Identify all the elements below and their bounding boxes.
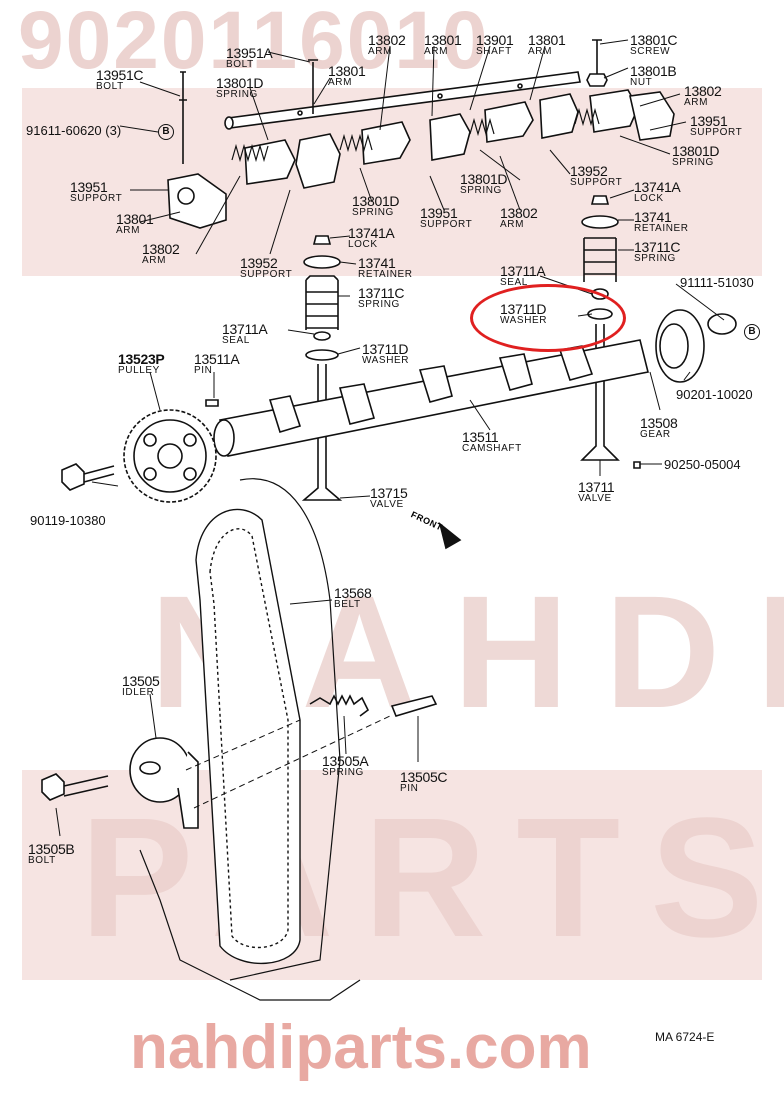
code-91111[interactable]: 91111-51030 [680, 275, 754, 290]
shaft-springs [231, 107, 600, 163]
idler-spring [309, 694, 370, 717]
front-arrow [438, 521, 462, 550]
diagram-reference: MA 6724-E [655, 1030, 715, 1044]
code-90201[interactable]: 90201-10020 [676, 387, 753, 402]
highlight-ring-13711d [470, 284, 626, 352]
camshaft [213, 339, 649, 457]
code-90119[interactable]: 90119-10380 [30, 513, 106, 528]
idler [129, 737, 199, 829]
circle-b-mark-left: B [158, 124, 174, 140]
bolt-13951a [308, 59, 318, 114]
circle-b-mark-right: B [744, 324, 760, 340]
pulley [123, 409, 217, 503]
idler-pin [390, 695, 438, 717]
rocker-shaft [224, 71, 581, 130]
idler-bolt [41, 773, 109, 801]
cam-bolt [61, 463, 115, 491]
rocker-arms [244, 89, 675, 189]
timing-belt [195, 508, 301, 965]
valve-group-left [301, 235, 343, 501]
dash-guides [185, 715, 391, 809]
bolt-13951c [179, 71, 187, 164]
adjust-nut [586, 73, 608, 87]
pin-13511a [205, 399, 219, 407]
code-91611[interactable]: 91611-60620 (3) [26, 123, 122, 138]
gear-13508 [655, 309, 737, 383]
gear-pin [633, 461, 641, 469]
watermark-band-bottom [22, 770, 762, 980]
left-support [167, 173, 227, 229]
code-90250[interactable]: 90250-05004 [664, 457, 741, 472]
engine-block [139, 849, 361, 1001]
